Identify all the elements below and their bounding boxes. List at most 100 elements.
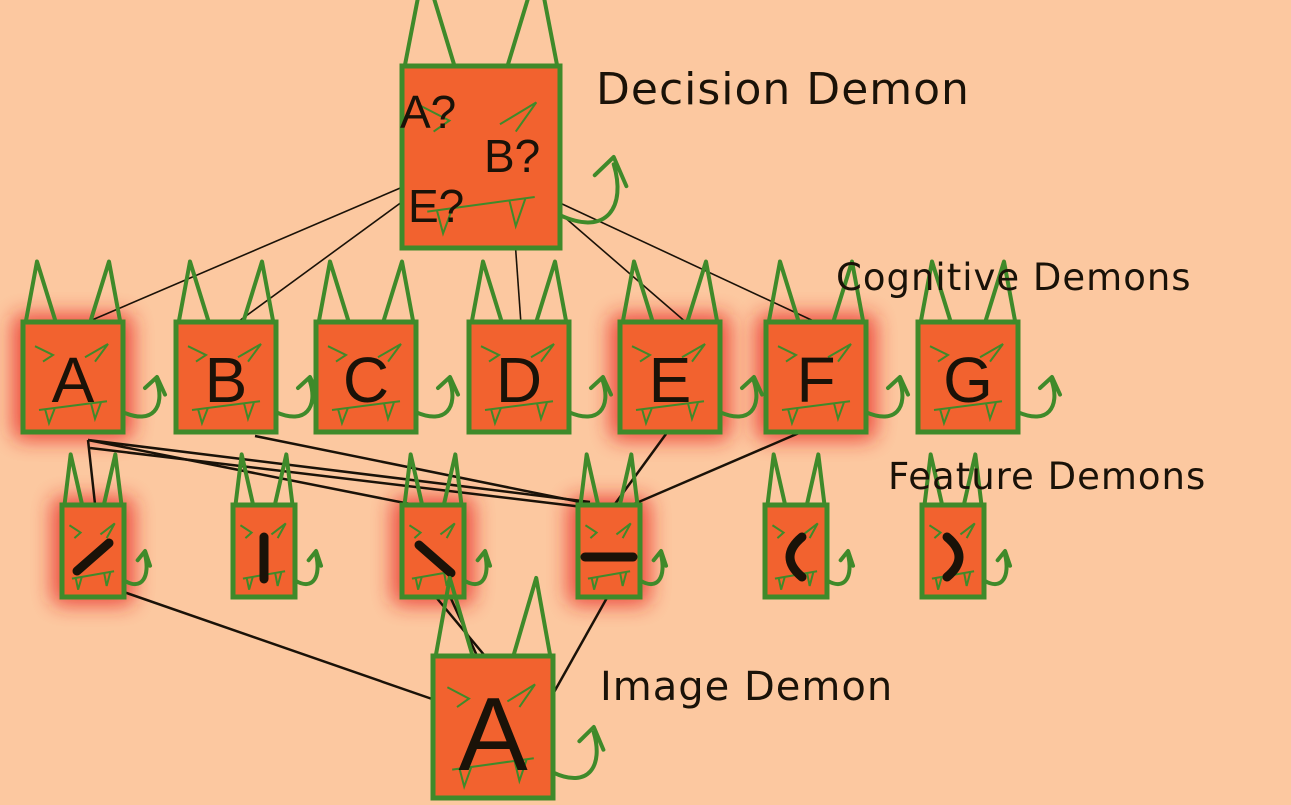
tail-icon [982,549,1013,587]
eyes-icon [68,522,116,539]
horn-right [504,0,560,71]
eyes-icon [446,683,536,708]
tail-icon [638,549,669,587]
connector-line [254,434,596,507]
cognitive-demon-c-letter: C [343,344,389,416]
horn-right [240,259,276,327]
horn-right [271,452,295,510]
cognitive-demon-b-letter: B [205,344,248,416]
demon-body [59,502,127,600]
eyes-icon [420,101,538,133]
cognitive-demon-a [20,259,167,435]
horn-left [233,452,257,510]
fangs-icon [587,570,631,590]
horn-right [380,259,416,327]
horn-left [918,259,954,327]
eyes-icon [777,343,852,363]
cognitive-demon-c [313,259,460,435]
cognitive-demon-f-letter: F [796,344,835,416]
horn-right [510,575,553,661]
connector-lines [77,185,821,702]
tail-icon [414,375,460,419]
horn-right [533,259,569,327]
image-demon-letter: A [458,677,528,793]
fangs-icon [635,400,705,427]
tail-icon [462,549,493,587]
demon-body [919,502,987,600]
horn-left [176,259,212,327]
cognitive-demon-e-letter: E [649,344,692,416]
demon-body [617,319,723,435]
eyes-icon [771,522,819,539]
horn-left [433,575,476,661]
demon-body [762,502,830,600]
feature-demon-vertical [230,452,324,600]
image-demon [430,575,606,801]
cognitive-demon-g [915,259,1062,435]
tail-icon [864,375,910,419]
horn-left [23,259,59,327]
connector-line [87,438,431,510]
decision-demon-label: Decision Demon [596,64,970,115]
horn-left [922,452,946,510]
connector-line [77,185,406,327]
horn-left [402,452,426,510]
horn-left [620,259,656,327]
demon-body [915,319,1021,435]
decision-demon [399,0,629,251]
feature-demon-open-paren-glyph [785,532,807,582]
feature-demon-close-paren-glyph [942,532,964,582]
tail-icon [551,725,606,780]
decision-question-1: A? [400,86,456,138]
eyes-icon [584,522,632,539]
fangs-icon [933,400,1003,427]
decision-question-2: B? [484,130,540,182]
eyes-icon [631,343,706,363]
image-demon-label: Image Demon [600,664,894,710]
fangs-icon [781,400,851,427]
horn-left [62,452,86,510]
feature-demon-backslash [399,452,493,600]
fangs-icon [331,400,401,427]
demon-body [430,653,556,801]
demon-body [575,502,643,600]
demon-body [313,319,419,435]
fangs-icon [484,400,554,427]
feature-demon-slash [59,452,153,600]
horn-right [616,452,640,510]
eyes-icon [929,343,1004,363]
connector-line [87,438,591,504]
feature-demon-horizontal [575,452,669,600]
connector-line [89,446,609,512]
cognitive-demon-e [617,259,764,435]
fangs-icon [191,400,261,427]
tail-icon [718,375,764,419]
feature-demon-slash-glyph [72,538,114,576]
demon-body [20,319,126,435]
horn-right [684,259,720,327]
tail-icon [825,549,856,587]
connector-line [234,195,411,325]
tail-icon [558,155,629,225]
demon-body [763,319,869,435]
horn-right [803,452,827,510]
eyes-icon [187,343,262,363]
tail-icon [567,375,613,419]
cognitive-demon-g-letter: G [943,344,993,416]
horn-left [469,259,505,327]
tail-icon [274,375,320,419]
decision-question-3: E? [408,180,464,232]
cognitive-demon-f [763,259,910,435]
fangs-icon [452,757,534,791]
tail-icon [293,549,324,587]
connector-line [551,595,610,695]
tail-icon [121,375,167,419]
tail-icon [1016,375,1062,419]
connector-line [86,439,97,505]
eyes-icon [928,522,976,539]
horn-left [402,0,458,71]
connector-line [429,589,486,657]
horn-right [960,452,984,510]
